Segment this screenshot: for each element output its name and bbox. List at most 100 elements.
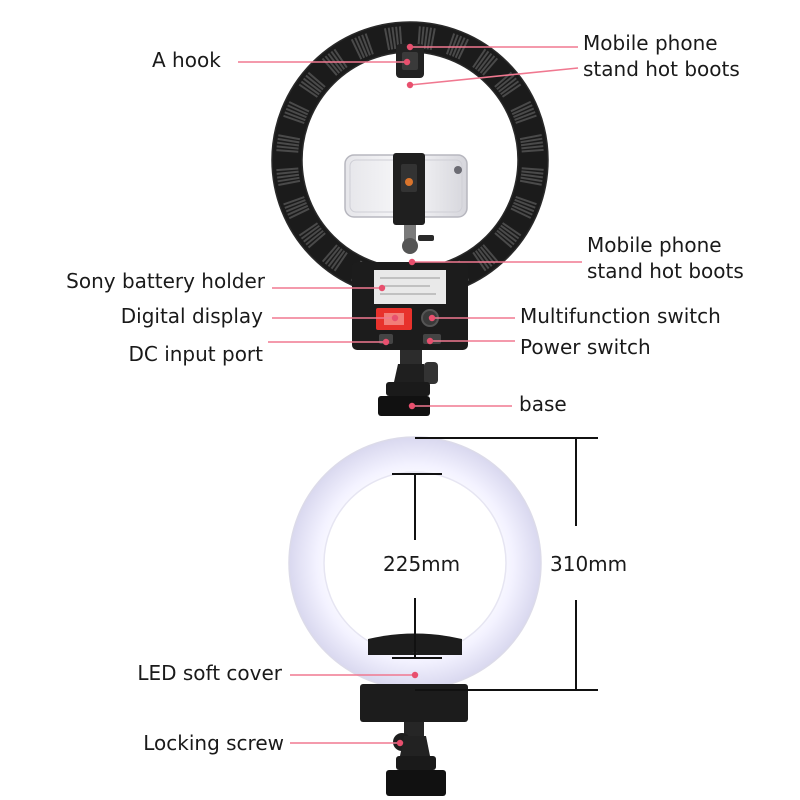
vent-slot	[520, 176, 543, 183]
vent-slot	[278, 134, 301, 141]
leader-locking-screw-dot	[396, 739, 404, 747]
vent-slot	[283, 114, 305, 125]
vent-slot	[494, 232, 513, 249]
label-locking-screw: Locking screw	[143, 731, 284, 755]
vent-slot	[307, 232, 326, 249]
vent-slot	[496, 74, 515, 91]
outer-diameter-dimension	[415, 437, 598, 691]
inner-diameter-dimension	[392, 473, 442, 659]
vent-slot	[496, 229, 515, 246]
leader-phone-boots-top-b	[409, 67, 579, 86]
vent-slot	[283, 196, 305, 206]
label-led-cover: LED soft cover	[137, 661, 282, 685]
vent-slot	[387, 27, 394, 50]
vent-slot	[391, 27, 397, 50]
vent-slot	[384, 28, 391, 51]
vent-slot	[426, 27, 433, 50]
vent-slot	[510, 100, 532, 113]
vent-slot	[513, 107, 535, 118]
leader-phone-boots-top-a-dot	[406, 43, 414, 51]
control-box	[352, 262, 468, 350]
label-phone-boots-top-line1: Mobile phone	[583, 31, 718, 55]
vent-slot	[479, 246, 496, 265]
vent-slot	[330, 250, 346, 270]
vent-slot	[277, 141, 300, 147]
vent-slot	[357, 35, 368, 57]
vent-slot	[500, 80, 520, 96]
vent-slot	[519, 134, 542, 141]
vent-slot	[515, 195, 537, 206]
vent-slot	[288, 207, 310, 220]
vent-slot	[300, 224, 320, 240]
vent-slot	[477, 53, 493, 72]
vent-slot	[330, 50, 346, 70]
leader-base-dot	[408, 402, 416, 410]
vent-slot	[521, 145, 544, 150]
leader-led-cover-dot	[411, 671, 419, 679]
vent-slot	[276, 149, 299, 153]
vent-slot	[521, 167, 544, 171]
vent-slot	[472, 48, 487, 68]
leader-lines	[238, 43, 582, 747]
vent-slot	[520, 137, 543, 144]
vent-slot	[276, 167, 299, 172]
leader-hook-dot	[403, 58, 411, 66]
leader-phone-boots-mid-dot	[408, 258, 416, 266]
label-base: base	[519, 392, 567, 416]
vent-slot	[305, 229, 324, 246]
vent-slot	[298, 222, 319, 237]
vent-slot	[513, 201, 535, 213]
vent-slot	[284, 199, 306, 209]
vent-slot	[277, 173, 300, 179]
vent-slot	[277, 137, 300, 144]
vent-slot	[479, 55, 496, 74]
vent-slot	[277, 176, 300, 183]
vent-slot	[521, 170, 544, 175]
vent-slot	[285, 107, 307, 119]
label-hook: A hook	[152, 48, 221, 72]
leader-battery-holder-dot	[378, 284, 386, 292]
inner-diameter-value: 225mm	[383, 552, 461, 576]
vent-slot	[482, 57, 499, 76]
vent-slot	[477, 248, 493, 267]
vent-slot	[519, 179, 542, 186]
vent-slot	[364, 33, 374, 55]
vent-slot	[305, 74, 324, 91]
vent-slot	[510, 207, 532, 219]
leader-dc-port-dot	[382, 338, 390, 346]
vent-slot	[298, 83, 318, 98]
leader-phone-boots-top-b-dot	[406, 81, 414, 89]
vent-slot	[514, 111, 536, 121]
phone-holder	[344, 153, 468, 254]
vent-slot	[515, 114, 537, 124]
vent-slot	[501, 83, 522, 98]
vent-slot	[276, 145, 299, 150]
label-phone-boots-mid-line2: stand hot boots	[587, 259, 744, 283]
vent-slot	[511, 104, 533, 116]
vent-slot	[333, 252, 348, 272]
leader-power-switch-dot	[426, 337, 434, 345]
vent-slot	[482, 244, 499, 263]
vent-slot	[324, 55, 341, 74]
vent-slot	[500, 224, 520, 240]
outer-diameter-value: 310mm	[550, 552, 628, 576]
vent-slot	[307, 71, 326, 88]
vent-slot	[511, 204, 533, 216]
vent-slot	[321, 244, 338, 263]
vent-slot	[288, 101, 310, 113]
vent-slot	[303, 77, 322, 93]
vent-slot	[327, 248, 343, 267]
label-multifunction-switch: Multifunction switch	[520, 304, 721, 328]
vent-slot	[287, 104, 309, 116]
vent-slot	[324, 246, 341, 265]
vent-slot	[521, 148, 544, 153]
vent-slot	[333, 48, 348, 69]
vent-slot	[361, 34, 371, 56]
vent-slot	[303, 227, 322, 243]
label-digital-display: Digital display	[120, 304, 263, 328]
front-base	[360, 684, 468, 796]
label-phone-boots-mid-line1: Mobile phone	[587, 233, 722, 257]
vent-slot	[350, 38, 363, 60]
